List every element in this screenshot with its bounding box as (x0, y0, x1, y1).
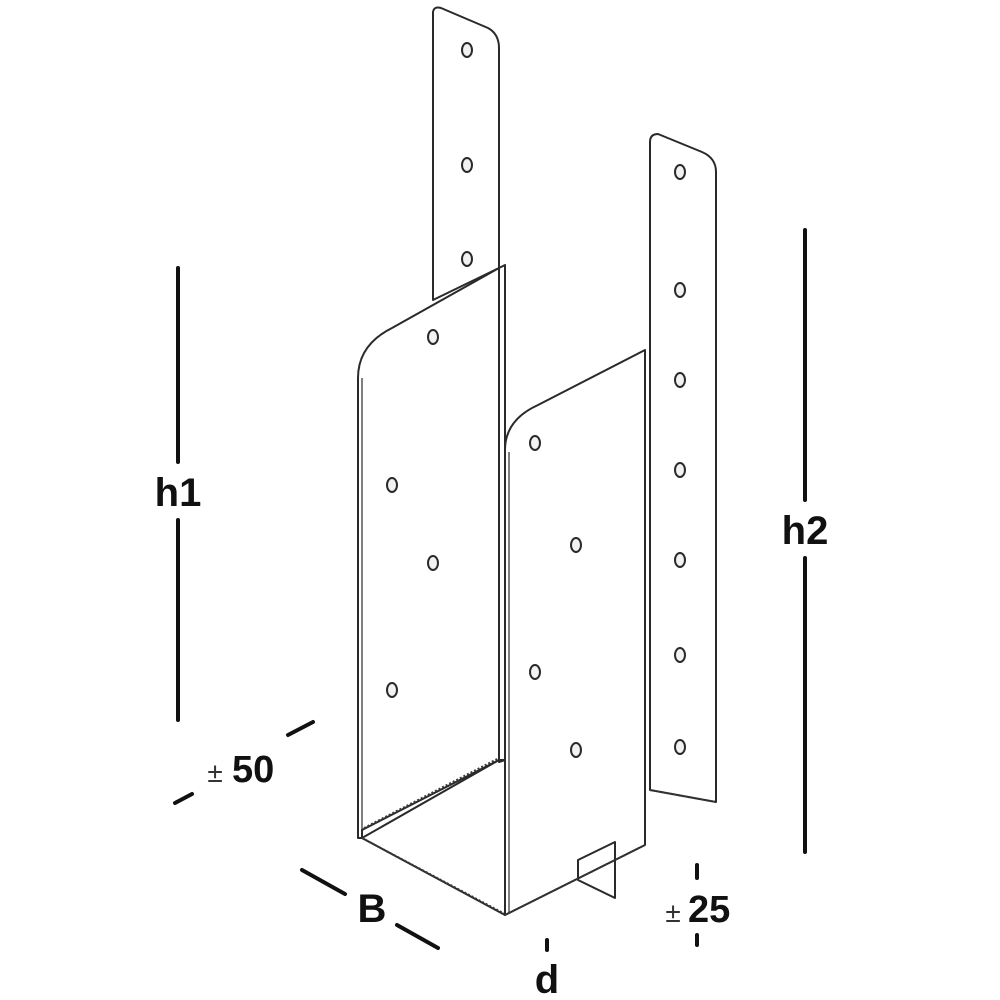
label-d: d (535, 958, 559, 1000)
label-offset-50: 50 (232, 749, 274, 791)
label-B: B (358, 887, 387, 931)
strap-hole (461, 157, 473, 173)
plate-hole (427, 329, 439, 345)
plate-hole (386, 477, 398, 493)
plate-hole (570, 537, 582, 553)
right-strap (649, 133, 717, 803)
strap-hole (674, 372, 686, 388)
strap-hole (674, 282, 686, 298)
strap-hole (674, 462, 686, 478)
dimension-d: d (535, 938, 559, 1000)
plus-minus-symbol: ± (207, 757, 222, 788)
plus-minus-symbol: ± (665, 897, 680, 928)
plate-hole (529, 435, 541, 451)
label-h1: h1 (155, 471, 202, 515)
left-side-plate (357, 267, 500, 839)
right-side-plate (504, 349, 646, 916)
dimension-h1: h1 (155, 266, 202, 722)
dimension-h2: h2 (782, 228, 829, 854)
strap-hole (674, 552, 686, 568)
strap-hole (674, 164, 686, 180)
plate-hole (570, 742, 582, 758)
under-tab (577, 841, 616, 899)
dimension-offset-50: ± 50 (173, 720, 315, 805)
label-offset-25: 25 (688, 889, 730, 931)
dimension-offset-25: ± 25 (665, 863, 730, 947)
plate-hole (427, 555, 439, 571)
strap-hole (674, 739, 686, 755)
left-strap (432, 6, 500, 301)
plate-hole (529, 664, 541, 680)
strap-hole (461, 251, 473, 267)
dimension-B: B (300, 868, 440, 950)
strap-hole (461, 42, 473, 58)
plate-hole (386, 682, 398, 698)
label-h2: h2 (782, 509, 829, 553)
strap-hole (674, 647, 686, 663)
